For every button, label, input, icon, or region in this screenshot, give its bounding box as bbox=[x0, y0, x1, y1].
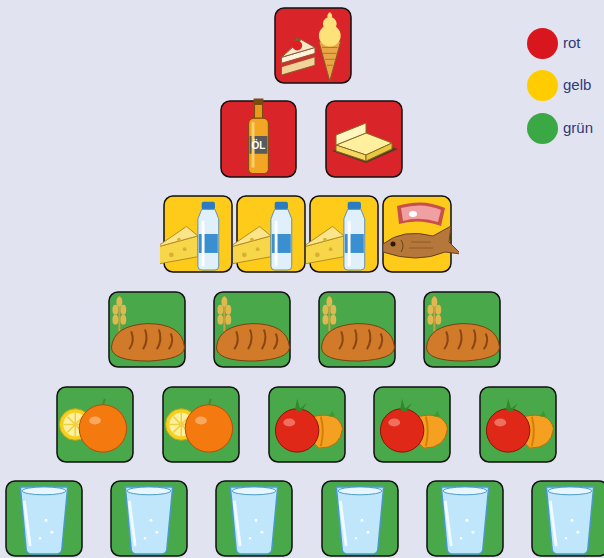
yellow-tile bbox=[302, 196, 378, 272]
red-tile bbox=[275, 8, 351, 83]
legend-text: rot bbox=[563, 35, 581, 52]
green-tile bbox=[216, 481, 292, 556]
green-tile bbox=[57, 387, 133, 462]
legend-swatch bbox=[527, 113, 558, 144]
yellow-tile bbox=[156, 196, 232, 272]
green-tile bbox=[480, 387, 556, 462]
red-tile bbox=[221, 99, 296, 178]
green-tile bbox=[6, 481, 82, 556]
green-tile bbox=[109, 292, 185, 367]
green-tile bbox=[374, 387, 450, 462]
green-tile bbox=[532, 481, 604, 556]
yellow-tile bbox=[229, 196, 305, 272]
red-tile bbox=[326, 101, 402, 177]
green-tile bbox=[214, 292, 290, 367]
legend-swatch bbox=[527, 70, 558, 101]
legend-swatch bbox=[527, 28, 558, 59]
green-tile bbox=[269, 387, 345, 462]
legend-text: grün bbox=[563, 120, 593, 137]
green-tile bbox=[322, 481, 398, 556]
legend-text: gelb bbox=[563, 77, 591, 94]
green-tile bbox=[427, 481, 503, 556]
green-tile bbox=[111, 481, 187, 556]
green-tile bbox=[424, 292, 500, 367]
green-tile bbox=[319, 292, 395, 367]
bottle-label: ÖL bbox=[252, 141, 266, 151]
yellow-tile bbox=[383, 196, 461, 272]
green-tile bbox=[163, 387, 239, 462]
